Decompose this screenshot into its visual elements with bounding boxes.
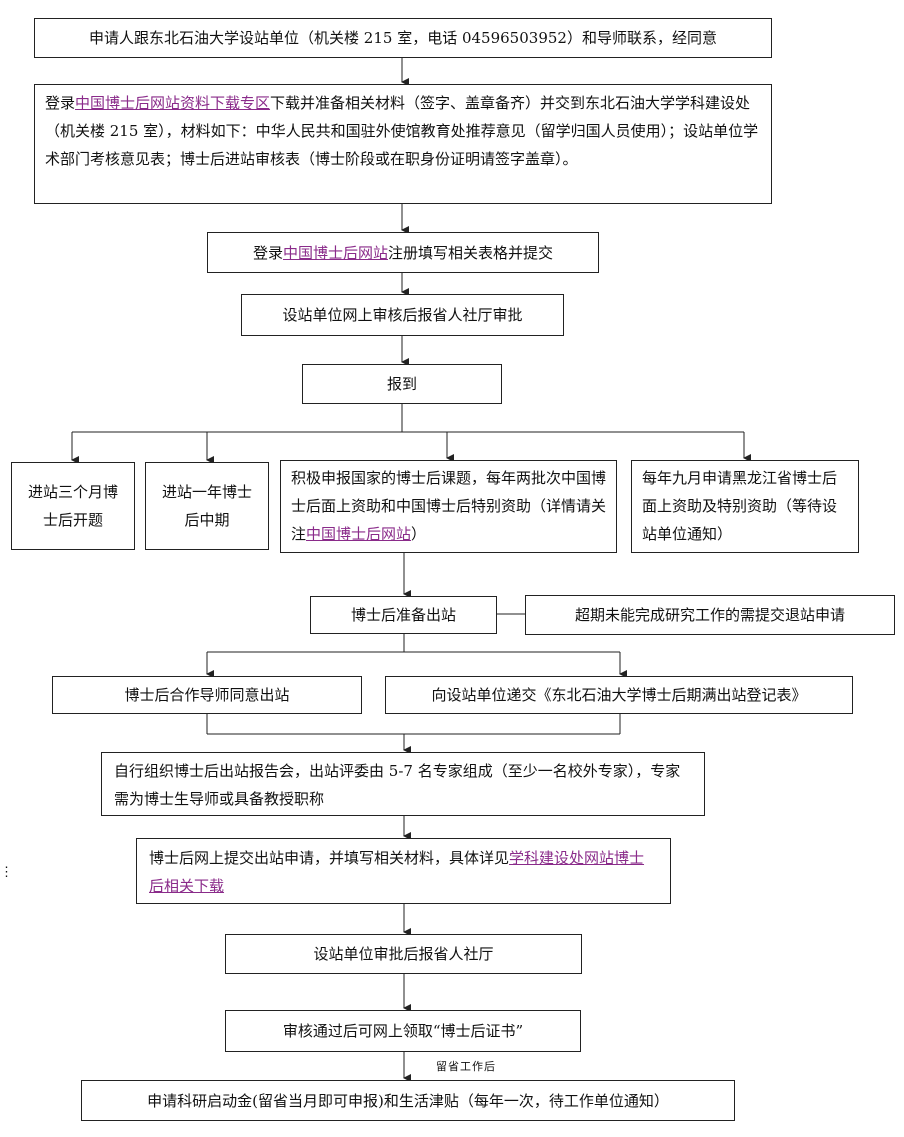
link-postdoc-site[interactable]: 中国博士后网站 — [282, 243, 388, 262]
step-start-funding: 申请科研启动金(留省当月即可申报)和生活津贴（每年一次，待工作单位通知） — [81, 1080, 735, 1121]
link-download-zone[interactable]: 中国博士后网站资料下载专区 — [75, 94, 271, 112]
step-certificate: 审核通过后可网上领取“博士后证书” — [225, 1010, 581, 1052]
branch-opening: 进站三个月博士后开题 — [11, 462, 135, 550]
margin-mark: ⋮ — [0, 865, 13, 880]
step-unit-review: 设站单位网上审核后报省人社厅审批 — [241, 294, 564, 336]
step-prepare-materials: 登录中国博士后网站资料下载专区下载并准备相关材料（签字、盖章备齐）并交到东北石油… — [34, 84, 772, 204]
split-submit-form: 向设站单位递交《东北石油大学博士后期满出站登记表》 — [385, 676, 853, 714]
step-exit-meeting: 自行组织博士后出站报告会，出站评委由 5-7 名专家组成（至少一名校外专家），专… — [101, 752, 705, 816]
step-prepare-exit: 博士后准备出站 — [310, 596, 497, 634]
note-stay-province: 留省工作后 — [436, 1060, 496, 1073]
step-contact-unit: 申请人跟东北石油大学设站单位（机关楼 215 室，电话 04596503952）… — [34, 18, 772, 58]
split-advisor-consent: 博士后合作导师同意出站 — [52, 676, 362, 714]
branch-midterm: 进站一年博士后中期 — [145, 462, 269, 550]
step-report: 报到 — [302, 364, 502, 404]
step-register-online: 登录中国博士后网站注册填写相关表格并提交 — [207, 232, 599, 273]
step-online-exit-application: 博士后网上提交出站申请，并填写相关材料，具体详见学科建设处网站博士后相关下载 — [136, 838, 671, 904]
link-postdoc-site-2[interactable]: 中国博士后网站 — [306, 525, 412, 543]
note-overdue-withdrawal: 超期未能完成研究工作的需提交退站申请 — [525, 595, 895, 635]
step-approval-province: 设站单位审批后报省人社厅 — [225, 934, 582, 974]
branch-province-funding: 每年九月申请黑龙江省博士后面上资助及特别资助（等待设站单位通知） — [631, 460, 859, 553]
link-discipline-downloads[interactable]: 学科建设处网站博士后相关下载 — [149, 849, 645, 895]
branch-national-funding: 积极申报国家的博士后课题，每年两批次中国博士后面上资助和中国博士后特别资助（详情… — [280, 460, 617, 553]
